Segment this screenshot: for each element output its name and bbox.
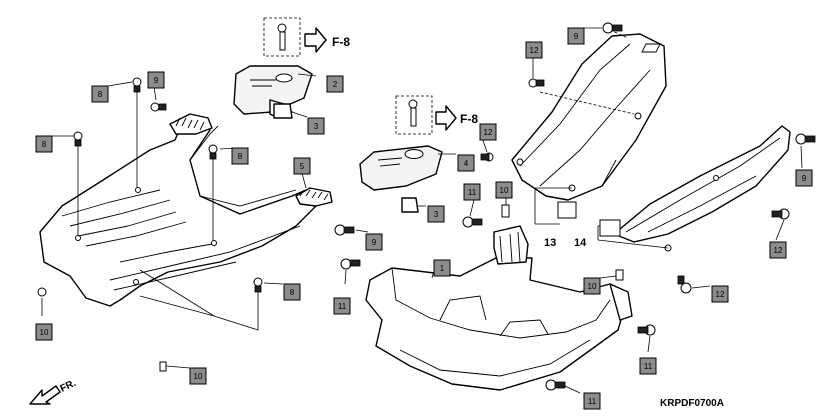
- bolt-in-box-top: [277, 23, 287, 51]
- leader-lines: [41, 27, 803, 394]
- callout-number: 4: [464, 159, 469, 168]
- grommet-part-3-top: [273, 103, 293, 119]
- callout-number: 10: [40, 328, 49, 337]
- callout-12: 12: [769, 241, 787, 259]
- ref-arrow-center: [435, 105, 457, 131]
- diagram-code: KRPDF0700A: [660, 398, 724, 409]
- tray-fasteners: [334, 152, 656, 391]
- callout-number: 9: [802, 174, 807, 183]
- callout-number: 8: [98, 90, 103, 99]
- group-13-box: [557, 201, 577, 219]
- callout-number: 2: [333, 80, 338, 89]
- callout-10: 10: [35, 323, 53, 341]
- callout-8: 8: [91, 85, 109, 103]
- bracket-part-4: [359, 145, 443, 191]
- front-arrow-icon: [29, 385, 61, 405]
- callout-number: 1: [440, 264, 445, 273]
- callout-number: 8: [290, 288, 295, 297]
- callout-9: 9: [365, 233, 383, 251]
- callout-number: 9: [574, 32, 579, 41]
- callout-number: 8: [42, 140, 47, 149]
- callout-10: 10: [495, 181, 513, 199]
- ref-label-center: F-8: [460, 112, 478, 126]
- cover-13-fasteners: [528, 22, 623, 88]
- callout-number: 5: [300, 162, 305, 171]
- grommet-part-3-center: [401, 197, 419, 213]
- callout-3: 3: [307, 117, 325, 135]
- left-fasteners: [37, 77, 263, 372]
- callout-2: 2: [326, 75, 344, 93]
- callout-10: 10: [583, 277, 601, 295]
- bracket-part-2: [233, 65, 313, 119]
- callout-9: 9: [567, 27, 585, 45]
- side-cover-13: [511, 33, 667, 201]
- callout-8: 8: [35, 135, 53, 153]
- side-cover-14: [613, 125, 791, 252]
- callout-number: 10: [588, 282, 597, 291]
- callout-number: 11: [644, 362, 653, 371]
- callout-4: 4: [457, 154, 475, 172]
- callout-number: 3: [434, 210, 439, 219]
- callout-number: 11: [338, 302, 347, 311]
- group-14-box: [599, 219, 621, 237]
- callout-number: 12: [774, 246, 783, 255]
- callout-12: 12: [479, 123, 497, 141]
- cover-14-fasteners: [677, 133, 816, 294]
- callout-8: 8: [283, 283, 301, 301]
- callout-8: 8: [231, 147, 249, 165]
- callout-5: 5: [293, 157, 311, 175]
- callout-number: 12: [484, 128, 493, 137]
- callout-number: 8: [238, 152, 243, 161]
- callout-number: 3: [314, 122, 319, 131]
- callout-10: 10: [189, 367, 207, 385]
- callout-number: 11: [588, 397, 597, 406]
- under-cover-skirt: [39, 113, 333, 307]
- callout-1: 1: [433, 259, 451, 277]
- callout-11: 11: [463, 183, 481, 201]
- tray-part-1: [365, 225, 633, 391]
- group-label-14: 14: [574, 237, 587, 249]
- callout-3: 3: [427, 205, 445, 223]
- callout-number: 9: [372, 238, 377, 247]
- callout-11: 11: [333, 297, 351, 315]
- callout-9: 9: [147, 71, 165, 89]
- callout-number: 10: [500, 186, 509, 195]
- ref-arrow-top: [304, 27, 327, 53]
- callout-12: 12: [525, 41, 543, 59]
- ref-label-top: F-8: [332, 35, 350, 49]
- callout-11: 11: [639, 357, 657, 375]
- callout-number: 11: [468, 188, 477, 197]
- optional-bolt-box-center: [395, 95, 433, 135]
- cover-13-leader-b: [609, 29, 629, 39]
- cover-13-leader-a: [539, 91, 635, 115]
- callout-9: 9: [795, 169, 813, 187]
- callout-number: 10: [194, 372, 203, 381]
- optional-bolt-box-top: [263, 17, 301, 57]
- callout-12: 12: [711, 285, 729, 303]
- callout-number: 12: [716, 290, 725, 299]
- bolt-in-box-center: [408, 99, 418, 127]
- callout-number: 12: [530, 46, 539, 55]
- callout-11: 11: [583, 392, 601, 410]
- group-label-13: 13: [544, 237, 556, 249]
- callout-number: 9: [154, 76, 159, 85]
- front-indicator-label: FR.: [59, 378, 78, 395]
